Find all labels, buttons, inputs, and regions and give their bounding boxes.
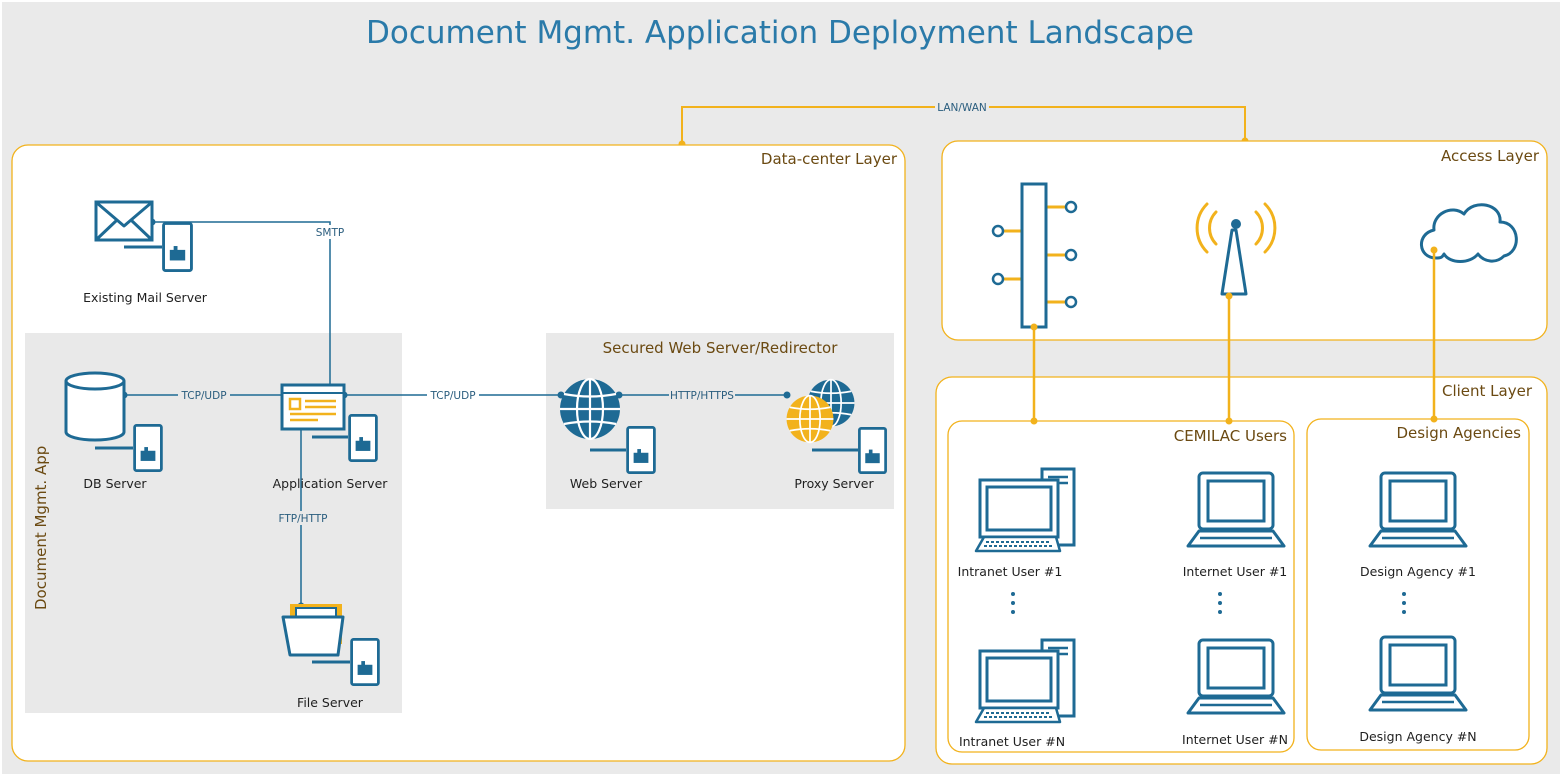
secured-web-group-label: Secured Web Server/Redirector — [603, 339, 839, 357]
intranet-user-last[interactable]: Intranet User #N — [959, 638, 1076, 749]
db-server-label: DB Server — [83, 476, 147, 491]
mail-server-node[interactable]: Existing Mail Server — [83, 200, 208, 305]
datacenter-layer-label: Data-center Layer — [761, 150, 898, 168]
http-https-label: HTTP/HTTPS — [670, 390, 734, 402]
application-window-icon — [280, 383, 346, 431]
server-icon — [348, 413, 378, 463]
server-icon — [626, 425, 656, 475]
db-server-node[interactable]: DB Server — [64, 371, 163, 491]
web-server-label: Web Server — [570, 476, 643, 491]
server-icon — [858, 426, 887, 475]
application-server-node[interactable]: Application Server — [273, 383, 389, 491]
document-mgmt-app-label: Document Mgmt. App — [32, 446, 50, 610]
application-server-label: Application Server — [273, 476, 389, 491]
proxy-server-node[interactable]: Proxy Server — [785, 378, 887, 491]
access-layer-label: Access Layer — [1441, 147, 1540, 165]
lan-wan-link: LAN/WAN — [678, 99, 1249, 148]
desktop-computer-icon — [974, 638, 1076, 724]
design-agency-last[interactable]: Design Agency #N — [1359, 635, 1477, 744]
client-layer-label: Client Layer — [1442, 382, 1533, 400]
proxy-globe-icon — [785, 394, 835, 444]
design-agency-last-label: Design Agency #N — [1359, 729, 1476, 744]
envelope-icon — [94, 200, 154, 242]
ellipsis-icon — [1402, 592, 1406, 614]
cloud-icon[interactable] — [1420, 203, 1518, 263]
server-icon — [350, 637, 380, 687]
wireless-antenna-icon[interactable] — [1195, 202, 1277, 296]
design-agencies-label: Design Agencies — [1396, 424, 1521, 442]
access-client-links — [1030, 246, 1438, 425]
diagram-title: Document Mgmt. Application Deployment La… — [366, 15, 1194, 51]
globe-icon — [558, 377, 622, 441]
proxy-server-label: Proxy Server — [794, 476, 874, 491]
access-layer-panel — [941, 140, 1548, 341]
design-agency-first[interactable]: Design Agency #1 — [1360, 471, 1476, 579]
tcp-udp-web-label: TCP/UDP — [429, 390, 475, 402]
ellipsis-icon — [1218, 592, 1222, 614]
design-agency-first-label: Design Agency #1 — [1360, 564, 1476, 579]
web-server-node[interactable]: Web Server — [558, 377, 656, 491]
intranet-user-last-label: Intranet User #N — [959, 734, 1065, 749]
smtp-label: SMTP — [316, 227, 344, 239]
folder-icon — [281, 604, 345, 657]
mail-server-label: Existing Mail Server — [83, 290, 208, 305]
laptop-icon — [1368, 635, 1468, 712]
cemilac-users-label: CEMILAC Users — [1174, 427, 1287, 445]
design-agencies-group — [1306, 418, 1530, 751]
tcp-udp-db-label: TCP/UDP — [180, 390, 226, 402]
laptop-icon — [1368, 471, 1468, 548]
ftp-http-label: FTP/HTTP — [278, 513, 327, 525]
internet-user-last-label: Internet User #N — [1182, 732, 1288, 747]
lan-wan-label: LAN/WAN — [937, 102, 987, 114]
ellipsis-icon — [1011, 592, 1015, 614]
server-icon — [162, 221, 193, 273]
laptop-icon — [1186, 638, 1286, 715]
internet-user-last[interactable]: Internet User #N — [1182, 638, 1288, 747]
intranet-user-first[interactable]: Intranet User #1 — [958, 467, 1076, 579]
file-server-node[interactable]: File Server — [281, 604, 380, 710]
desktop-computer-icon — [974, 467, 1076, 553]
database-icon — [64, 371, 126, 442]
network-switch-icon[interactable] — [991, 182, 1078, 329]
laptop-icon — [1186, 471, 1286, 548]
file-server-label: File Server — [297, 695, 364, 710]
internet-user-first[interactable]: Internet User #1 — [1183, 471, 1288, 579]
internet-user-first-label: Internet User #1 — [1183, 564, 1288, 579]
intranet-user-first-label: Intranet User #1 — [958, 564, 1063, 579]
server-icon — [133, 423, 163, 473]
